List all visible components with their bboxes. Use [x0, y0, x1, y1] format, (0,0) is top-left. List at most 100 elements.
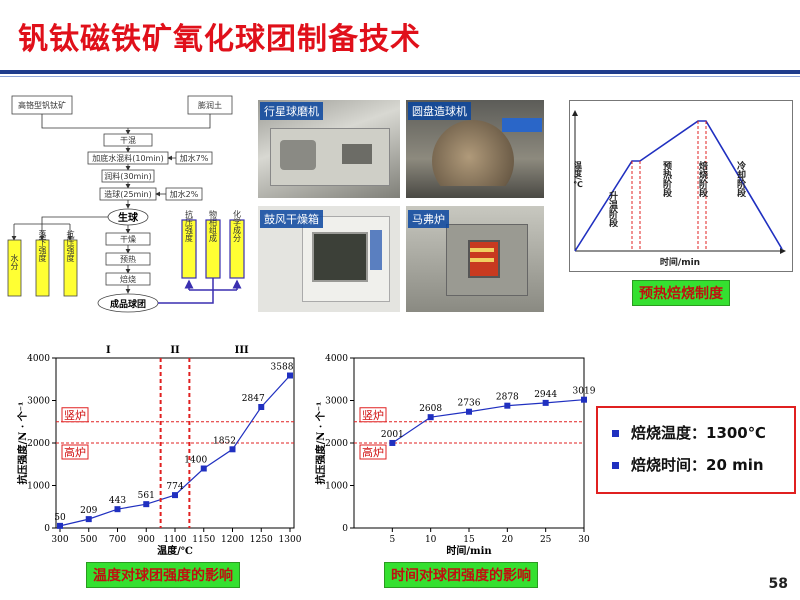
chart-temperature-strength: 0 1000 2000 3000 4000 300 500 700 900 1100 1150 120…: [16, 345, 302, 557]
data-point: [229, 446, 236, 453]
x-tick-label: 300: [51, 535, 68, 545]
y-tick-label: 3000: [27, 397, 50, 407]
phase-heating: 升温阶段: [607, 190, 618, 228]
reference-label-box: [359, 444, 387, 460]
flow-text-mix-water: 加底水混料(10min): [92, 153, 164, 163]
data-point: [114, 506, 121, 513]
flow-text-add-water-2: 加水2%: [170, 189, 199, 199]
x-tick-label: 500: [80, 535, 97, 545]
data-label: 3588: [271, 363, 294, 373]
data-point: [258, 404, 265, 411]
y-tick-label: 4000: [325, 354, 348, 364]
y-tick-label: 1000: [27, 482, 50, 492]
flow-text-water: 水分: [10, 253, 19, 271]
flow-text-ore: 高铬型钒钛矿: [18, 100, 66, 110]
phase-cooling: 冷却阶段: [735, 160, 746, 198]
title-underline: [0, 70, 800, 74]
data-point: [85, 516, 92, 523]
x-tick-label: 1200: [221, 535, 244, 545]
bullet-icon: [612, 430, 619, 437]
x-tick-label: 1150: [192, 535, 215, 545]
process-flowchart: 高铬型钒钛矿 膨润土 干混 加底水混料(10min) 加水7% 润料(30min…: [7, 95, 245, 313]
data-point: [581, 396, 587, 403]
y-axis-label: 抗压强度/N · 个⁻¹: [16, 402, 29, 485]
data-label: 443: [109, 496, 126, 506]
data-point: [427, 414, 434, 421]
x-tick-label: 1100: [164, 535, 187, 545]
data-label: 50: [54, 513, 66, 523]
flow-text-comp-strength-1: 抗压强度: [66, 229, 75, 263]
data-label: 2736: [458, 399, 481, 409]
photo-label-drying-oven: 鼓风干燥箱: [260, 210, 323, 228]
data-point: [466, 408, 472, 415]
slide-title: 钒钛磁铁矿氧化球团制备技术: [18, 22, 421, 57]
data-label: 2878: [496, 393, 519, 403]
flow-text-roast: 焙烧: [120, 274, 136, 284]
x-tick-label: 900: [138, 535, 155, 545]
flow-node-water: [7, 239, 22, 297]
data-label: 2847: [242, 394, 265, 404]
data-point: [542, 399, 549, 406]
reference-label-box: [61, 444, 89, 460]
y-tick-label: 2000: [325, 439, 348, 449]
muffle-furnace-photo: 马弗炉: [406, 206, 544, 312]
temperature-profile-line: [574, 120, 783, 252]
photo-label-muffle-furnace: 马弗炉: [408, 210, 449, 228]
flow-text-dry-mix: 干混: [120, 136, 136, 145]
data-label: 3019: [573, 387, 596, 397]
condition-time: 焙烧时间：20 min: [612, 454, 764, 475]
x-tick-label: 700: [109, 535, 126, 545]
title-underline-thin: [0, 76, 800, 77]
drying-oven-photo: 鼓风干燥箱: [258, 206, 400, 312]
region-label: II: [170, 345, 180, 356]
schedule-ylabel: 温度/℃: [572, 160, 582, 189]
data-label: 561: [138, 491, 155, 501]
flow-text-preheat: 预热: [120, 254, 136, 264]
data-point: [200, 465, 207, 472]
y-tick-label: 3000: [325, 397, 348, 407]
flow-text-bentonite: 膨润土: [198, 100, 222, 110]
photo-label-ball-mill: 行星球磨机: [260, 102, 323, 120]
condition-temperature: 焙烧温度：1300℃: [612, 422, 766, 443]
data-label: 2608: [419, 404, 442, 414]
reference-label: 竖炉: [64, 409, 86, 422]
flow-text-add-water-1: 加水7%: [180, 153, 209, 163]
flow-text-chem-comp: 化学成分: [233, 209, 242, 243]
y-tick-label: 1000: [325, 482, 348, 492]
y-tick-label: 0: [44, 524, 50, 534]
flow-text-drying: 干燥: [120, 235, 136, 244]
x-axis-label: 温度/℃: [157, 544, 193, 557]
roasting-conditions-box: 焙烧温度：1300℃ 焙烧时间：20 min: [596, 406, 796, 494]
bullet-icon: [612, 462, 619, 469]
y-tick-label: 4000: [27, 354, 50, 364]
data-point: [143, 501, 150, 508]
data-label: 2001: [381, 430, 404, 440]
heating-schedule-diagram: 升温阶段 预热阶段 焙烧阶段 冷却阶段 温度/℃ 时间/min: [572, 110, 786, 268]
data-label: 1852: [213, 436, 236, 446]
flow-text-phase-comp: 物相组成: [209, 209, 218, 243]
chart-time-caption: 时间对球团强度的影响: [384, 562, 538, 588]
x-tick-label: 25: [540, 535, 552, 545]
phase-preheat: 预热阶段: [661, 161, 672, 198]
reference-label: 高炉: [362, 445, 384, 459]
disc-pelletizer-photo: 圆盘造球机: [406, 100, 544, 198]
y-tick-label: 2000: [27, 439, 50, 449]
heating-schedule-panel: 升温阶段 预热阶段 焙烧阶段 冷却阶段 温度/℃ 时间/min: [569, 100, 793, 272]
x-tick-label: 30: [578, 535, 590, 545]
data-label: 2944: [534, 390, 557, 400]
y-tick-label: 0: [342, 524, 348, 534]
x-axis-label: 时间/min: [446, 544, 492, 557]
x-tick-label: 1250: [250, 535, 273, 545]
schedule-xlabel: 时间/min: [660, 256, 700, 268]
flow-text-drop-strength: 落下强度: [38, 229, 47, 263]
region-label: III: [235, 345, 249, 356]
reference-label-box: [61, 407, 89, 423]
reference-label: 竖炉: [362, 409, 384, 422]
reference-label: 高炉: [64, 445, 86, 459]
x-tick-label: 10: [425, 535, 437, 545]
photo-label-pelletizer: 圆盘造球机: [408, 102, 471, 120]
data-label: 774: [166, 482, 183, 492]
flow-text-green-ball: 生球: [118, 211, 139, 224]
x-tick-label: 20: [502, 535, 514, 545]
